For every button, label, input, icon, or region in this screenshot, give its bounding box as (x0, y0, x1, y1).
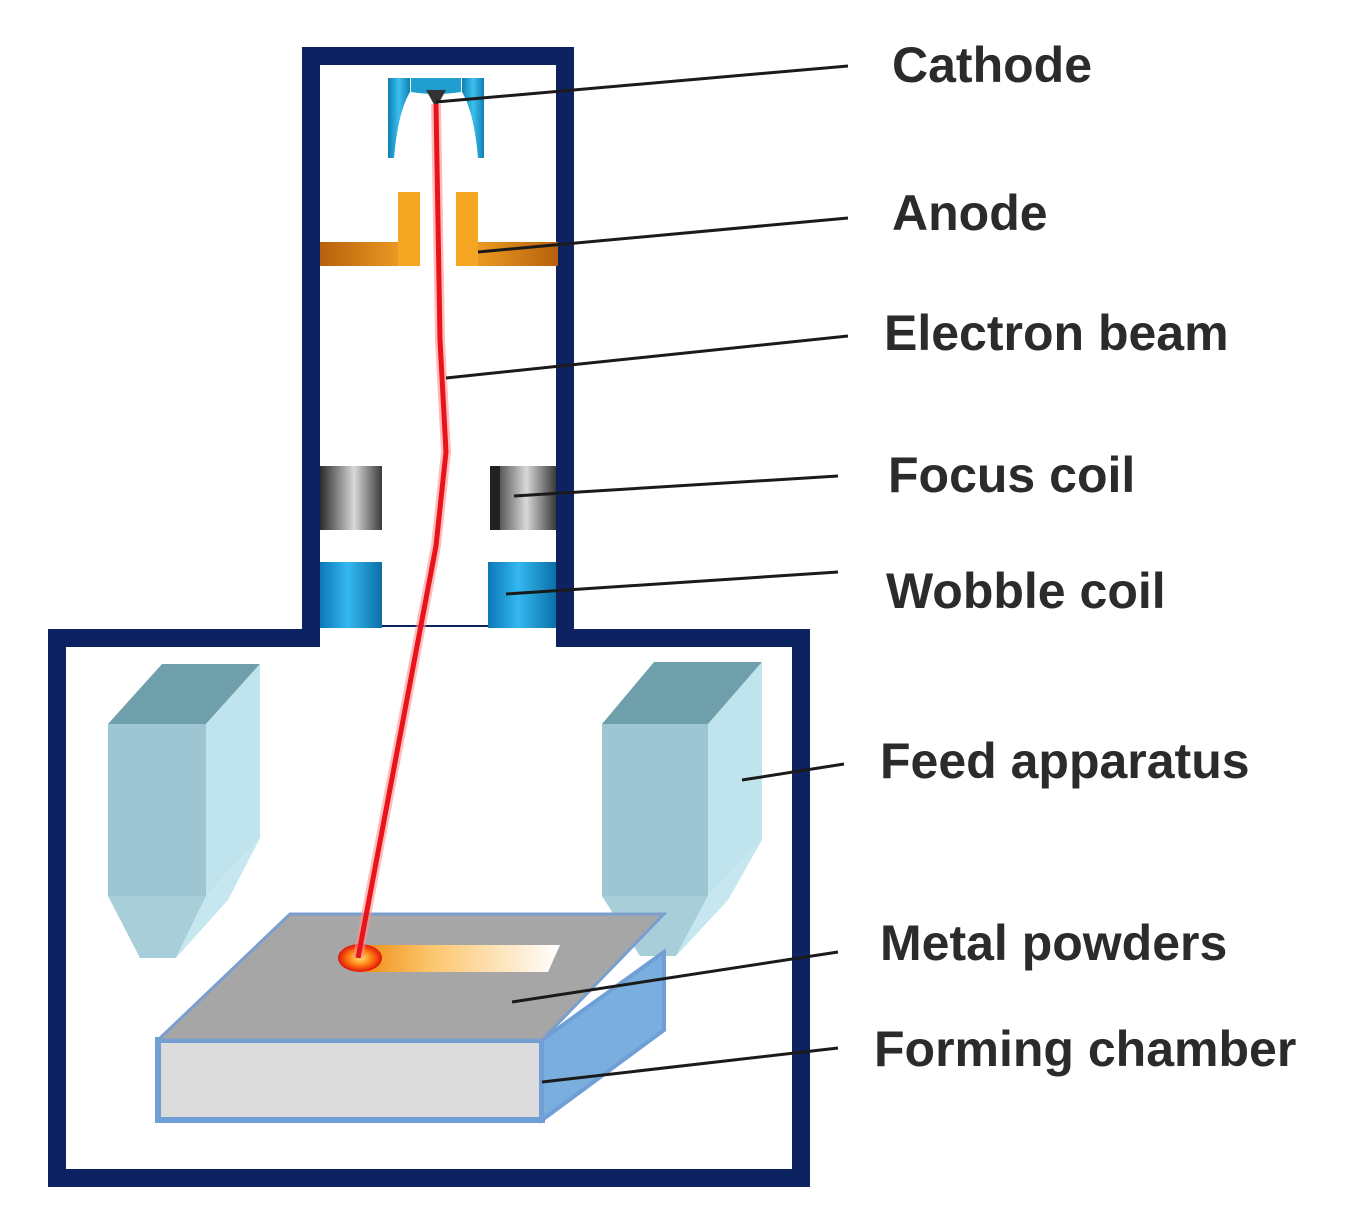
focus-coil-label: Focus coil (888, 447, 1135, 503)
metal-powder-bed (154, 912, 668, 1042)
wobble-coil (320, 562, 556, 628)
anode (320, 192, 558, 266)
wobble-coil-leader (505, 570, 839, 596)
cathode (388, 78, 484, 158)
anode-label: Anode (892, 185, 1048, 241)
feed-apparatus-label: Feed apparatus (880, 733, 1250, 789)
electron-beam-label: Electron beam (884, 305, 1229, 361)
electron-beam-leader (445, 334, 849, 380)
forming-chamber-leader (541, 1046, 839, 1084)
column-wall-right-stub (556, 627, 574, 632)
metal-powders-label: Metal powders (880, 915, 1227, 971)
column-wall-left-stub (302, 627, 320, 632)
cathode-leader (435, 64, 849, 104)
forming-chamber-label: Forming chamber (874, 1021, 1296, 1077)
column-opening (320, 627, 556, 647)
electron-beam (353, 103, 451, 959)
cathode-label: Cathode (892, 37, 1092, 93)
anode-leader (477, 216, 849, 254)
wobble-coil-label: Wobble coil (886, 563, 1166, 619)
metal-powders-leader (511, 950, 839, 1004)
feed-apparatus-right (602, 662, 762, 956)
focus-coil (320, 466, 556, 530)
feed-apparatus-leader (741, 762, 845, 782)
feed-apparatus-left (108, 664, 260, 958)
focus-coil-leader (513, 474, 839, 498)
